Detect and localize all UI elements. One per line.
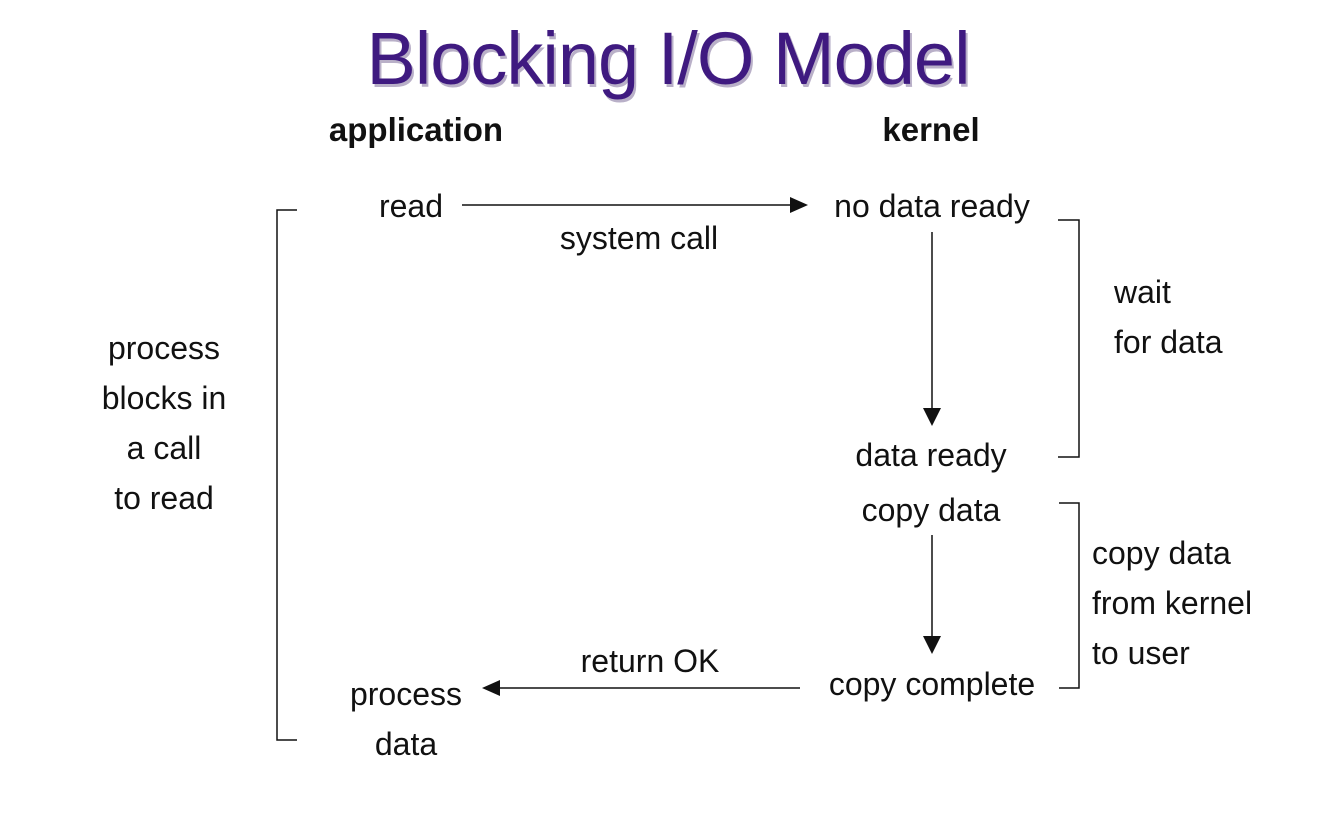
copy-data-annotation: copy data from kernel to user xyxy=(1092,528,1252,678)
annotation-line: a call xyxy=(126,430,202,466)
annotation-line: blocks in xyxy=(101,380,227,416)
return-ok-arrow xyxy=(482,680,800,696)
system-call-label: system call xyxy=(559,220,719,256)
process-data-line: data xyxy=(374,726,438,762)
process-data-step: process data xyxy=(350,669,462,769)
diagram-title: Blocking I/O Model xyxy=(366,17,970,100)
annotation-line: wait xyxy=(1114,274,1171,310)
annotation-line: copy data xyxy=(1092,535,1231,571)
kernel-column-heading: kernel xyxy=(882,111,980,148)
process-blocks-bracket xyxy=(276,209,297,741)
wait-arrow xyxy=(923,232,941,426)
process-blocks-annotation: process blocks in a call to read xyxy=(102,323,227,523)
annotation-line: for data xyxy=(1114,324,1223,360)
wait-for-data-annotation: wait for data xyxy=(1114,267,1223,367)
application-column-heading: application xyxy=(328,111,504,148)
copy-data-bracket xyxy=(1059,502,1080,689)
annotation-line: to read xyxy=(114,480,214,516)
process-data-line: process xyxy=(349,676,463,712)
data-ready-step: data ready xyxy=(855,437,1007,473)
copy-complete-step: copy complete xyxy=(828,666,1036,702)
no-data-ready-step: no data ready xyxy=(834,188,1030,224)
annotation-line: from kernel xyxy=(1092,585,1253,621)
read-step: read xyxy=(378,188,444,224)
return-ok-label: return OK xyxy=(580,643,720,679)
annotation-line: to user xyxy=(1092,635,1190,671)
copy-arrow xyxy=(923,535,941,654)
annotation-line: process xyxy=(107,330,221,366)
wait-for-data-bracket xyxy=(1058,219,1080,458)
system-call-arrow xyxy=(462,197,808,213)
copy-data-step: copy data xyxy=(861,492,1001,528)
